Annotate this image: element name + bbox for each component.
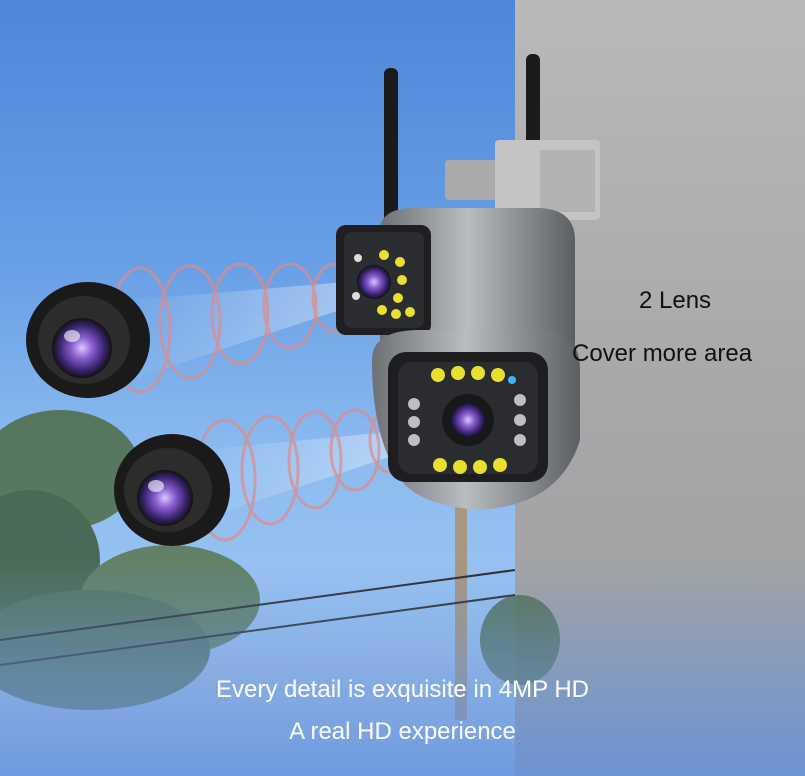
bottom-gradient	[0, 560, 805, 776]
caption-line-2: A real HD experience	[289, 718, 516, 745]
lens-count-label: 2 Lens	[639, 287, 712, 314]
floating-lens-lower-icon	[114, 434, 230, 546]
signal-rings-upper	[108, 262, 359, 394]
caption-line-1: Every detail is exquisite in 4MP HD	[215, 676, 590, 703]
security-camera	[336, 54, 600, 510]
floating-lens-upper-icon	[26, 282, 150, 398]
coverage-label: Cover more area	[572, 340, 753, 367]
antenna-left-icon	[384, 68, 398, 238]
